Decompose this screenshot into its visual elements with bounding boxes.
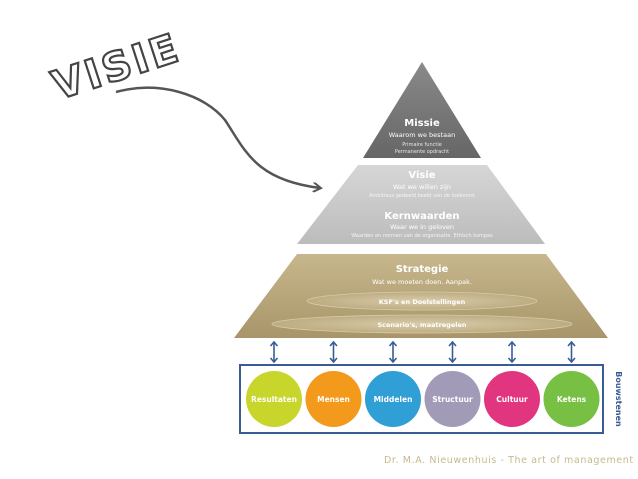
visie-line: Ambitieus gedeeld beeld van de toekomst xyxy=(369,193,475,199)
bouwsteen-cultuur: Cultuur xyxy=(484,371,540,427)
double-arrow-icon xyxy=(567,340,576,364)
bouwsteen-circle xyxy=(543,371,600,427)
connector-arrows xyxy=(269,340,576,364)
ksf-oval xyxy=(306,291,538,311)
double-arrow-icon xyxy=(388,340,398,364)
missie-subtitle: Waarom we bestaan xyxy=(389,131,455,139)
bouwstenen-label: Bouwstenen xyxy=(614,371,623,427)
bouwsteen-label: Cultuur xyxy=(496,395,528,404)
bouwsteen-circle xyxy=(365,371,421,427)
visie-handwritten-label: VISIE xyxy=(47,25,187,109)
bouwsteen-circle xyxy=(246,371,302,427)
bouwsteen-circle xyxy=(305,371,362,427)
missie-layer xyxy=(363,62,481,158)
scenario-oval xyxy=(271,314,573,334)
double-arrow-icon xyxy=(448,340,457,364)
bouwsteen-label: Middelen xyxy=(374,395,413,404)
missie-line-1: Primaire functie xyxy=(402,142,442,148)
double-arrow-icon xyxy=(507,340,517,364)
kernwaarden-subtitle: Waar we in geloven xyxy=(390,223,454,231)
bouwsteen-resultaten: Resultaten xyxy=(246,371,302,427)
ksf-oval-label: KSF's en Doelstellingen xyxy=(379,298,466,306)
missie-title: Missie xyxy=(404,118,440,129)
bouwstenen-frame xyxy=(239,364,604,434)
curved-arrow-icon xyxy=(115,86,320,188)
bouwsteen-circle xyxy=(424,371,481,427)
bouwsteen-label: Ketens xyxy=(557,395,587,404)
double-arrow-icon xyxy=(269,340,279,364)
double-arrow-icon xyxy=(329,340,338,364)
bouwsteen-label: Mensen xyxy=(317,395,350,404)
kernwaarden-line: Waarden en normen van de organisatie. Et… xyxy=(351,233,493,239)
bouwsteen-mensen: Mensen xyxy=(305,371,362,427)
visie-subtitle: Wat we willen zijn xyxy=(393,183,451,191)
bouwsteen-label: Resultaten xyxy=(251,395,297,404)
bouwsteen-label: Structuur xyxy=(432,395,473,404)
footer-credit: Dr. M.A. Nieuwenhuis - The art of manage… xyxy=(384,455,634,466)
visie-kernwaarden-layer xyxy=(297,165,545,244)
kernwaarden-title: Kernwaarden xyxy=(384,211,459,222)
missie-line-2: Permanente opdracht xyxy=(395,149,449,155)
strategie-subtitle: Wat we moeten doen. Aanpak. xyxy=(372,278,472,286)
bouwsteen-ketens: Ketens xyxy=(543,371,600,427)
bouwsteen-circle xyxy=(484,371,540,427)
strategie-title: Strategie xyxy=(396,264,449,275)
visie-title: Visie xyxy=(408,170,435,181)
scenario-oval-label: Scenario's, maatregelen xyxy=(377,321,466,329)
bouwsteen-structuur: Structuur xyxy=(424,371,481,427)
bouwsteen-middelen: Middelen xyxy=(365,371,421,427)
